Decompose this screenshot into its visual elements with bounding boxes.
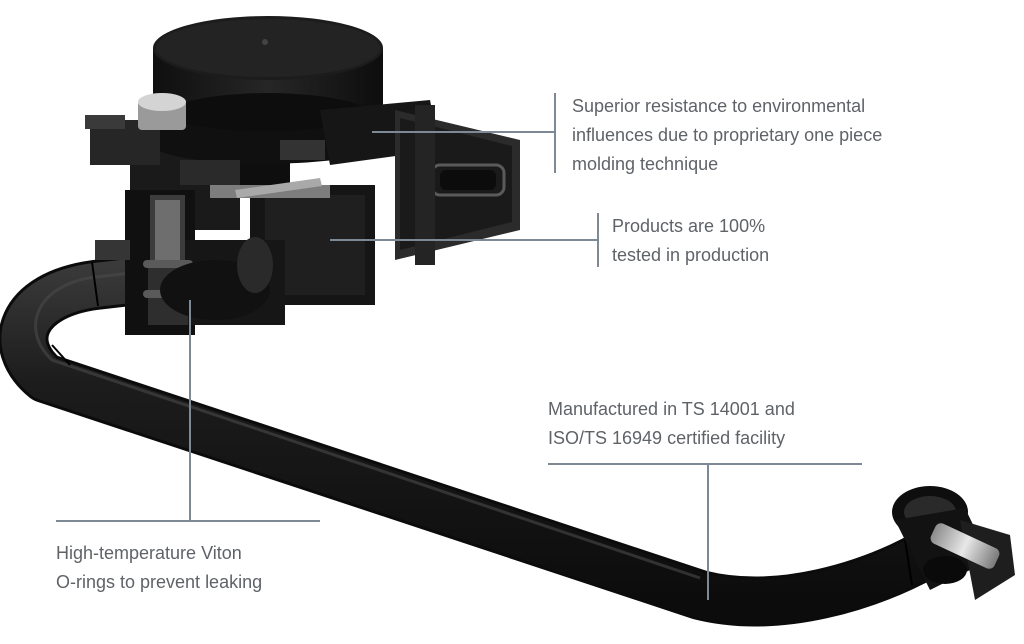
callout-orings: High-temperature Viton O-rings to preven… — [56, 539, 262, 597]
callout-orings-line2: O-rings to prevent leaking — [56, 572, 263, 592]
callout-resistance-line2: influences due to proprietary one piece — [572, 125, 883, 145]
callout-resistance-line3: molding technique — [572, 154, 719, 174]
callout-manufactured: Manufactured in TS 14001 and ISO/TS 1694… — [548, 395, 795, 453]
hose-end-fitting — [892, 486, 1015, 600]
callout-resistance-line1: Superior resistance to environmental — [572, 96, 866, 116]
callout-tested-line1: Products are 100% — [612, 216, 766, 236]
hose-seam — [51, 344, 71, 366]
cutaway-internals — [85, 93, 330, 325]
mounting-bracket — [320, 100, 520, 265]
callout-tested-line2: tested in production — [612, 245, 770, 265]
callout-resistance: Superior resistance to environmental inf… — [572, 92, 882, 179]
hose-seam — [904, 539, 913, 586]
callout-tested: Products are 100% tested in production — [612, 212, 769, 270]
callout-orings-line1: High-temperature Viton — [56, 543, 242, 563]
hose-clamp — [930, 523, 1000, 569]
leader-lines — [56, 93, 862, 600]
callout-manufactured-line2: ISO/TS 16949 certified facility — [548, 428, 786, 448]
o-ring — [143, 260, 193, 268]
hose — [0, 240, 950, 627]
hose-seam — [91, 261, 99, 307]
callout-manufactured-line1: Manufactured in TS 14001 and — [548, 399, 795, 419]
valve-cap — [150, 16, 385, 164]
